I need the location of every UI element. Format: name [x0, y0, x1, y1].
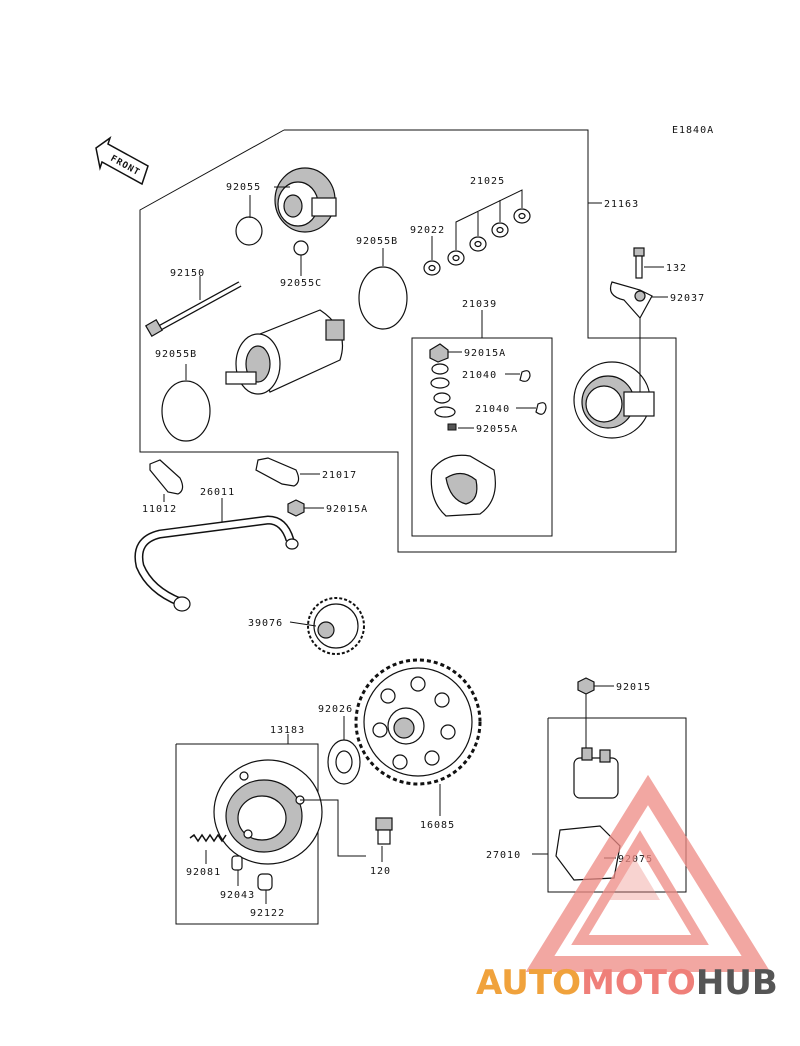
part-label-92055B-right: 92055B	[356, 236, 398, 247]
part-label-21040-b: 21040	[475, 404, 510, 415]
part-label-92043: 92043	[220, 890, 255, 901]
part-label-21025: 21025	[470, 176, 505, 187]
bracket-92037-part	[609, 281, 653, 320]
bolt-120-part	[375, 817, 393, 845]
spring-92081-part	[189, 833, 227, 843]
part-label-92055-top: 92055	[226, 182, 261, 193]
front-arrow-icon: FRONT	[95, 136, 149, 186]
one-way-clutch-part	[213, 759, 323, 865]
part-label-92015: 92015	[616, 682, 651, 693]
brush-internals-part	[429, 343, 547, 517]
o-ring-small-part	[293, 240, 309, 256]
part-label-13183: 13183	[270, 725, 305, 736]
part-label-92150: 92150	[170, 268, 205, 279]
nut-92015A-part	[287, 499, 305, 517]
part-label-92015A-bottom: 92015A	[326, 504, 368, 515]
diagram-code: E1840A	[672, 125, 714, 136]
o-ring-part	[235, 216, 263, 246]
part-label-39076: 39076	[248, 618, 283, 629]
automotohub-watermark-logo	[525, 774, 771, 972]
idle-gear-part	[307, 597, 365, 655]
part-label-11012: 11012	[142, 504, 177, 515]
part-label-27010: 27010	[486, 850, 521, 861]
cap-boot-left-part	[149, 459, 184, 495]
part-label-120: 120	[370, 866, 391, 877]
front-cover-part	[274, 167, 337, 233]
washer-set-part	[423, 208, 531, 276]
nut-92015-part	[577, 677, 595, 695]
part-label-92055C: 92055C	[280, 278, 322, 289]
roller-92122-part	[257, 873, 273, 891]
part-label-21163: 21163	[604, 199, 639, 210]
bolt-132-part	[633, 247, 645, 279]
part-label-21017: 21017	[322, 470, 357, 481]
part-label-92026: 92026	[318, 704, 353, 715]
part-label-21039: 21039	[462, 299, 497, 310]
part-label-92075: 92075	[618, 854, 653, 865]
o-ring-large-left-part	[161, 380, 211, 442]
pin-92043-part	[231, 855, 243, 871]
starter-clutch-gear-part	[354, 658, 482, 786]
watermark-text: AUTOMOTOHUB	[476, 963, 778, 1003]
part-label-21040-a: 21040	[462, 370, 497, 381]
part-label-16085: 16085	[420, 820, 455, 831]
clutch-box	[175, 743, 319, 925]
starter-cable-part	[134, 515, 299, 612]
through-bolt-part	[144, 281, 242, 338]
starter-assembly-outline	[139, 129, 677, 553]
part-label-92081: 92081	[186, 867, 221, 878]
relay-box	[547, 717, 687, 893]
part-label-92055B-left: 92055B	[155, 349, 197, 360]
part-label-92037: 92037	[670, 293, 705, 304]
part-label-92015A-top: 92015A	[464, 348, 506, 359]
rear-cover-part	[573, 361, 655, 439]
o-ring-large-right-part	[358, 266, 408, 330]
part-label-92022: 92022	[410, 225, 445, 236]
cap-boot-right-part	[255, 457, 300, 487]
part-label-92055A: 92055A	[476, 424, 518, 435]
part-label-92122: 92122	[250, 908, 285, 919]
part-label-132: 132	[666, 263, 687, 274]
starter-motor-body-part	[225, 309, 345, 395]
part-label-26011: 26011	[200, 487, 235, 498]
